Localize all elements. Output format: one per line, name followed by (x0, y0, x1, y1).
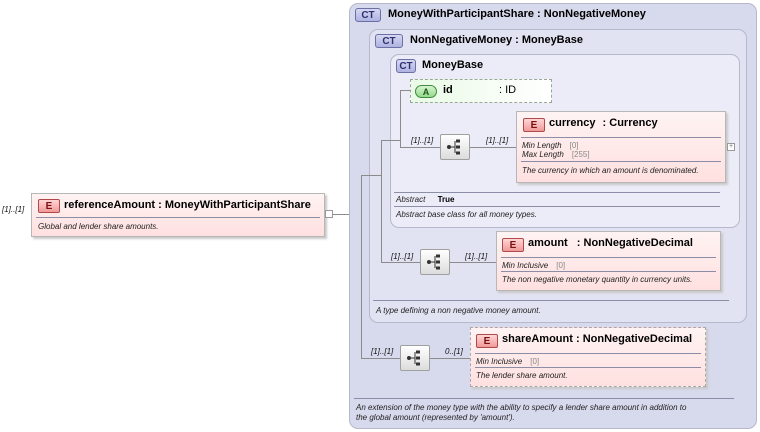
element-doc: The currency in which an amount is denom… (522, 166, 699, 175)
attribute-name: id (443, 84, 453, 96)
facet-value: [255] (571, 150, 590, 159)
sequence-cardinality-left: [1]..[1] (371, 347, 394, 356)
element-title: shareAmount : NonNegativeDecimal (502, 333, 692, 345)
abstract-label: Abstract (396, 195, 426, 204)
sequence-cardinality-right: 0..[1] (445, 347, 463, 356)
element-type: : MoneyWithParticipantShare (158, 199, 311, 211)
facet-value: [0] (530, 357, 540, 366)
element-doc: The non negative monetary quantity in cu… (502, 275, 693, 284)
facet-label: Min Inclusive (476, 357, 523, 366)
element-name: amount (528, 237, 568, 249)
sequence-compositor[interactable] (440, 134, 470, 160)
sequence-cardinality-right: [1]..[1] (465, 252, 488, 261)
facet-label: Min Inclusive (502, 261, 549, 270)
sequence-compositor[interactable] (420, 249, 450, 275)
complex-type-doc-line1: An extension of the money type with the … (356, 403, 687, 412)
element-name: referenceAmount (64, 199, 156, 211)
complex-type-doc-line2: the global amount (represented by 'amoun… (356, 413, 515, 422)
element-type: : NonNegativeDecimal (575, 333, 693, 345)
attribute-badge: A (415, 85, 437, 98)
element-badge: E (38, 199, 60, 213)
sequence-cardinality-left: [1]..[1] (411, 136, 434, 145)
complex-type-badge: CT (355, 8, 381, 22)
element-badge: E (476, 334, 498, 348)
facet-label: Min Length (522, 141, 562, 150)
element-shareAmount[interactable]: E shareAmount : NonNegativeDecimal Min I… (470, 327, 706, 387)
element-type: : Currency (602, 117, 658, 129)
element-title: referenceAmount : MoneyWithParticipantSh… (64, 199, 311, 211)
element-currency[interactable]: E currency : Currency Min Length [0] Max … (516, 111, 726, 183)
facet-min-inclusive: Min Inclusive [0] (476, 357, 539, 366)
complex-type-doc: A type defining a non negative money amo… (376, 306, 541, 315)
root-cardinality: [1]..[1] (2, 205, 25, 214)
sequence-cardinality-left: [1]..[1] (391, 252, 414, 261)
complex-type-title: MoneyWithParticipantShare : NonNegativeM… (388, 8, 646, 20)
element-name: shareAmount (502, 333, 573, 345)
complex-type-title: NonNegativeMoney : MoneyBase (410, 34, 583, 46)
element-amount[interactable]: E amount : NonNegativeDecimal Min Inclus… (496, 231, 721, 291)
element-badge: E (523, 118, 545, 132)
element-type: : NonNegativeDecimal (576, 237, 693, 249)
attribute-type: : ID (499, 84, 517, 96)
facet-min-inclusive: Min Inclusive [0] (502, 261, 565, 270)
element-name: currency (549, 117, 596, 129)
element-doc: The lender share amount. (476, 371, 568, 380)
attribute-id[interactable]: A id : ID (410, 79, 552, 103)
abstract-facet: Abstract True (396, 195, 454, 204)
sequence-compositor-icon (447, 139, 460, 155)
sequence-compositor[interactable] (400, 345, 430, 371)
element-referenceAmount[interactable]: E referenceAmount : MoneyWithParticipant… (31, 193, 325, 237)
complex-type-title: MoneyBase (422, 59, 484, 71)
element-title: currency : Currency (549, 117, 658, 129)
facet-label: Max Length (522, 150, 564, 159)
complex-type-badge: CT (396, 59, 416, 73)
complex-type-doc: Abstract base class for all money types. (396, 210, 537, 219)
facet-min-length: Min Length [0] (522, 141, 579, 150)
sequence-compositor-icon (407, 350, 420, 366)
collapse-toggle[interactable] (325, 210, 333, 218)
element-title: amount : NonNegativeDecimal (528, 237, 693, 249)
sequence-compositor-icon (427, 254, 440, 270)
element-doc: Global and lender share amounts. (38, 222, 159, 231)
expand-toggle[interactable]: + (727, 143, 735, 151)
sequence-cardinality-right: [1]..[1] (486, 136, 509, 145)
abstract-value: True (437, 195, 455, 204)
complex-type-badge: CT (375, 34, 403, 48)
facet-max-length: Max Length [255] (522, 150, 590, 159)
element-badge: E (502, 238, 524, 252)
facet-value: [0] (556, 261, 566, 270)
facet-value: [0] (569, 141, 579, 150)
